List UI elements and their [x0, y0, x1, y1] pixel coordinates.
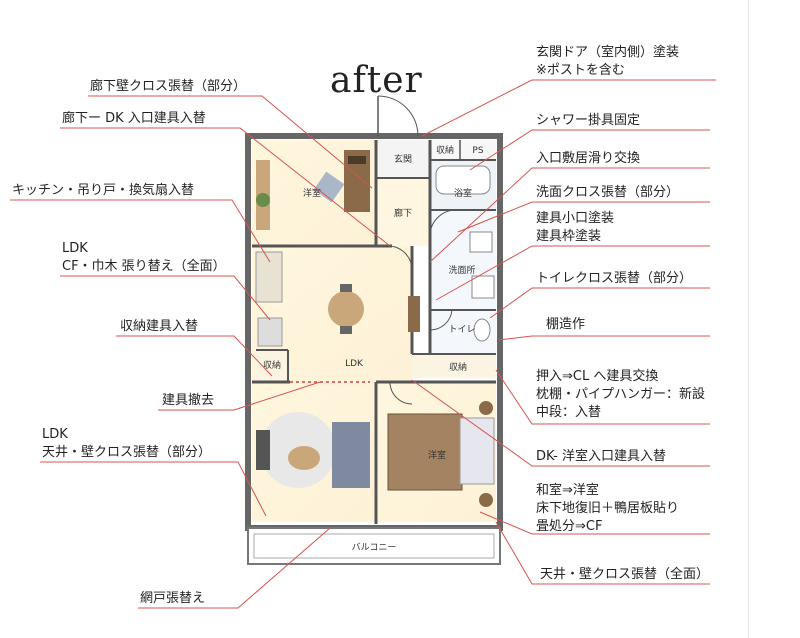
bed [387, 413, 463, 491]
leader-line [116, 335, 273, 377]
label-toilet-cloth: トイレクロス張替（部分） [536, 271, 693, 286]
room-label-western-room-top: 洋室 [303, 187, 321, 199]
washing-machine [469, 231, 493, 253]
label-closet-conversion: 押入⇒CL へ建具交換 枕棚・パイプハンガー：新設 中段：入替 [536, 369, 706, 420]
bed-headboard [459, 417, 495, 485]
dining-table [328, 291, 364, 327]
label-washroom-cloth: 洗面クロス張替（部分） [536, 185, 680, 200]
label-fitting-paint: 建具小口塗装 建具枠塗装 [536, 211, 615, 244]
room-label-storage-left: 収納 [263, 359, 281, 371]
dining-chair [340, 284, 352, 292]
storage-ps-floor [430, 140, 496, 160]
divider [748, 0, 749, 638]
room-label-hallway: 廊下 [394, 207, 412, 219]
leader-line [88, 95, 373, 189]
label-fitting-removal: 建具撤去 [162, 393, 215, 408]
sofa [332, 422, 370, 488]
closet-left-floor [256, 352, 288, 382]
page-title: after [330, 60, 423, 101]
leader-line [138, 527, 331, 609]
room-label-toilet: トイレ [448, 325, 475, 335]
door-swing [377, 95, 419, 137]
leader-line [457, 201, 710, 233]
leader-line [495, 369, 710, 425]
leader-line [60, 127, 391, 247]
label-hallway-dk-door: 廊下ー DK 入口建具入替 [62, 111, 206, 126]
door-swing [389, 381, 413, 405]
label-kitchen-replacement: キッチン・吊り戸・換気扇入替 [12, 183, 195, 198]
label-entrance-door-paint: 玄関ドア（室内側）塗装 ※ポストを含む [536, 45, 680, 78]
fridge [257, 317, 283, 347]
label-japanese-to-western: 和室⇒洋室 床下地復旧＋鴨居板貼り 畳処分⇒CF [536, 483, 680, 534]
leader-line [497, 335, 710, 341]
leader-line [411, 379, 710, 467]
room-label-washroom: 洗面所 [448, 264, 475, 276]
leader-line [479, 511, 710, 535]
room-label-ldk: LDK [345, 359, 364, 369]
label-shelf-build: 棚造作 [546, 317, 586, 332]
label-threshold-slide: 入口敷居滑り交換 [536, 151, 641, 166]
leader-line [495, 521, 710, 585]
balcony [247, 527, 501, 565]
room-label-balcony: バルコニー [352, 542, 397, 553]
leader-line [429, 167, 710, 263]
label-dk-western-door: DK- 洋室入口建具入替 [536, 449, 666, 464]
door-swing [429, 209, 457, 237]
leader-line [40, 461, 267, 517]
room-label-ps: PS [472, 146, 483, 156]
leader-line [60, 275, 271, 321]
room-label-storage-top: 収納 [436, 144, 454, 156]
closet-right-floor [412, 354, 496, 378]
room-label-western-room-bottom: 洋室 [428, 449, 446, 461]
leader-line [421, 79, 716, 137]
tv-stand [256, 430, 270, 470]
furniture [255, 150, 495, 507]
balcony-rail [253, 533, 495, 559]
entrance-door [377, 95, 457, 405]
leader-line [10, 199, 271, 263]
leader-line [489, 287, 710, 319]
bathtub [435, 165, 491, 195]
label-ceiling-wall-full: 天井・壁クロス張替（全面） [540, 567, 710, 582]
leader-line [435, 245, 710, 301]
coffee-table [288, 446, 320, 470]
label-storage-door: 収納建具入替 [120, 319, 199, 334]
room-label-bathroom: 浴室 [454, 187, 472, 199]
label-hallway-wall-cloth: 廊下壁クロス張替（部分） [90, 79, 247, 94]
leader-line [469, 129, 710, 171]
label-screen-replacement: 網戸張替え [140, 591, 206, 606]
leader-lines [10, 79, 716, 609]
plant-icon [256, 193, 270, 207]
door-swing [387, 245, 413, 271]
leader-line [158, 381, 321, 411]
door-swing [429, 309, 453, 331]
room-label-storage-right: 収納 [449, 361, 467, 373]
chair [313, 171, 345, 203]
dining-chair [340, 326, 352, 334]
label-ldk-cf: LDK CF・巾木 張り替え（全面） [62, 241, 226, 274]
label-shower-holder: シャワー掛具固定 [536, 113, 641, 128]
side-table [479, 401, 493, 415]
washbasin [471, 275, 495, 299]
cabinet [408, 296, 420, 332]
side-table [479, 493, 493, 507]
room-labels: 玄関 収納 PS 洋室 廊下 浴室 洗面所 トイレ LDK 収納 収納 洋室 バ… [263, 144, 484, 553]
hallway-floor [376, 178, 430, 246]
label-ldk-ceiling-wall: LDK 天井・壁クロス張替（部分） [42, 427, 212, 460]
toilet-bowl [473, 318, 491, 342]
shelf-item [348, 156, 366, 164]
entrance-floor [376, 140, 430, 178]
room-label-entrance: 玄関 [394, 153, 412, 165]
